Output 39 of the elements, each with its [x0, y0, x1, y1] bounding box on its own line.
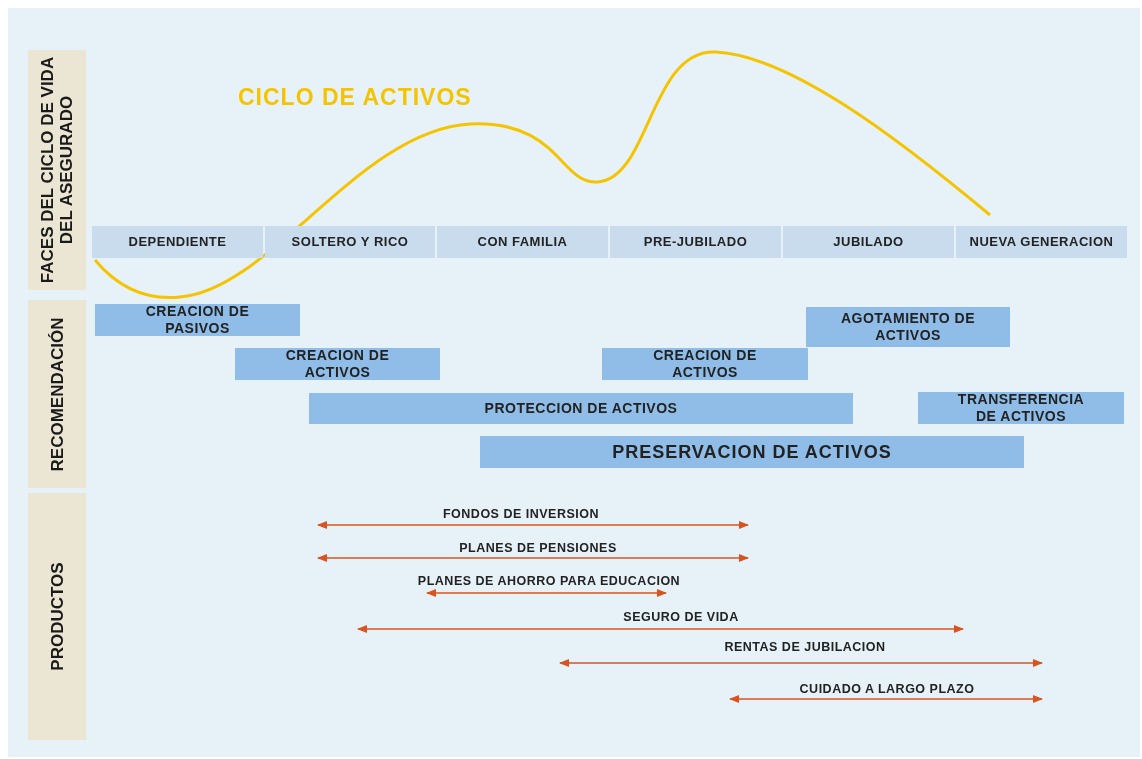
box-label: CREACION DE ACTIVOS [652, 347, 758, 381]
product-label: PLANES DE PENSIONES [459, 541, 617, 555]
box-label: CREACION DE ACTIVOS [284, 347, 391, 381]
box-label: JUBILADO [833, 234, 904, 250]
life-stage-box [265, 226, 435, 258]
section-heading: FACES DEL CICLO DE VIDA DEL ASEGURADO [38, 55, 76, 285]
life-stage-box [610, 226, 781, 258]
box-label: DEPENDIENTE [128, 234, 227, 250]
section-heading: RECOMENDACIÓN [47, 316, 67, 473]
product-label: SEGURO DE VIDA [623, 610, 739, 624]
product-label: RENTAS DE JUBILACION [724, 640, 886, 654]
chart-title: CICLO DE ACTIVOS [238, 84, 472, 111]
section-band [28, 300, 86, 488]
box-label: PRESERVACION DE ACTIVOS [612, 443, 892, 461]
section-band [28, 50, 86, 290]
life-stage-box [956, 226, 1127, 258]
box-label: TRANSFERENCIA DE ACTIVOS [956, 391, 1086, 425]
recommendation-box [309, 393, 853, 424]
box-label: CREACION DE PASIVOS [144, 303, 251, 337]
box-label: SOLTERO Y RICO [291, 234, 409, 250]
product-label: PLANES DE AHORRO PARA EDUCACION [417, 574, 681, 588]
recommendation-box [602, 348, 808, 380]
box-label: AGOTAMIENTO DE ACTIVOS [840, 310, 976, 344]
life-stage-box [92, 226, 263, 258]
recommendation-box [95, 304, 300, 336]
recommendation-box [806, 307, 1010, 347]
product-label: FONDOS DE INVERSION [443, 507, 599, 521]
section-heading: PRODUCTOS [47, 561, 67, 673]
box-label: CON FAMILIA [477, 234, 568, 250]
life-stage-box [783, 226, 954, 258]
life-stage-box [437, 226, 608, 258]
box-label: PROTECCION DE ACTIVOS [484, 400, 678, 417]
recommendation-box [918, 392, 1124, 424]
recommendation-box [480, 436, 1024, 468]
box-label: PRE-JUBILADO [643, 234, 748, 250]
product-label: CUIDADO A LARGO PLAZO [799, 682, 975, 696]
recommendation-box [235, 348, 440, 380]
section-band [28, 493, 86, 740]
box-label: NUEVA GENERACION [969, 234, 1114, 250]
